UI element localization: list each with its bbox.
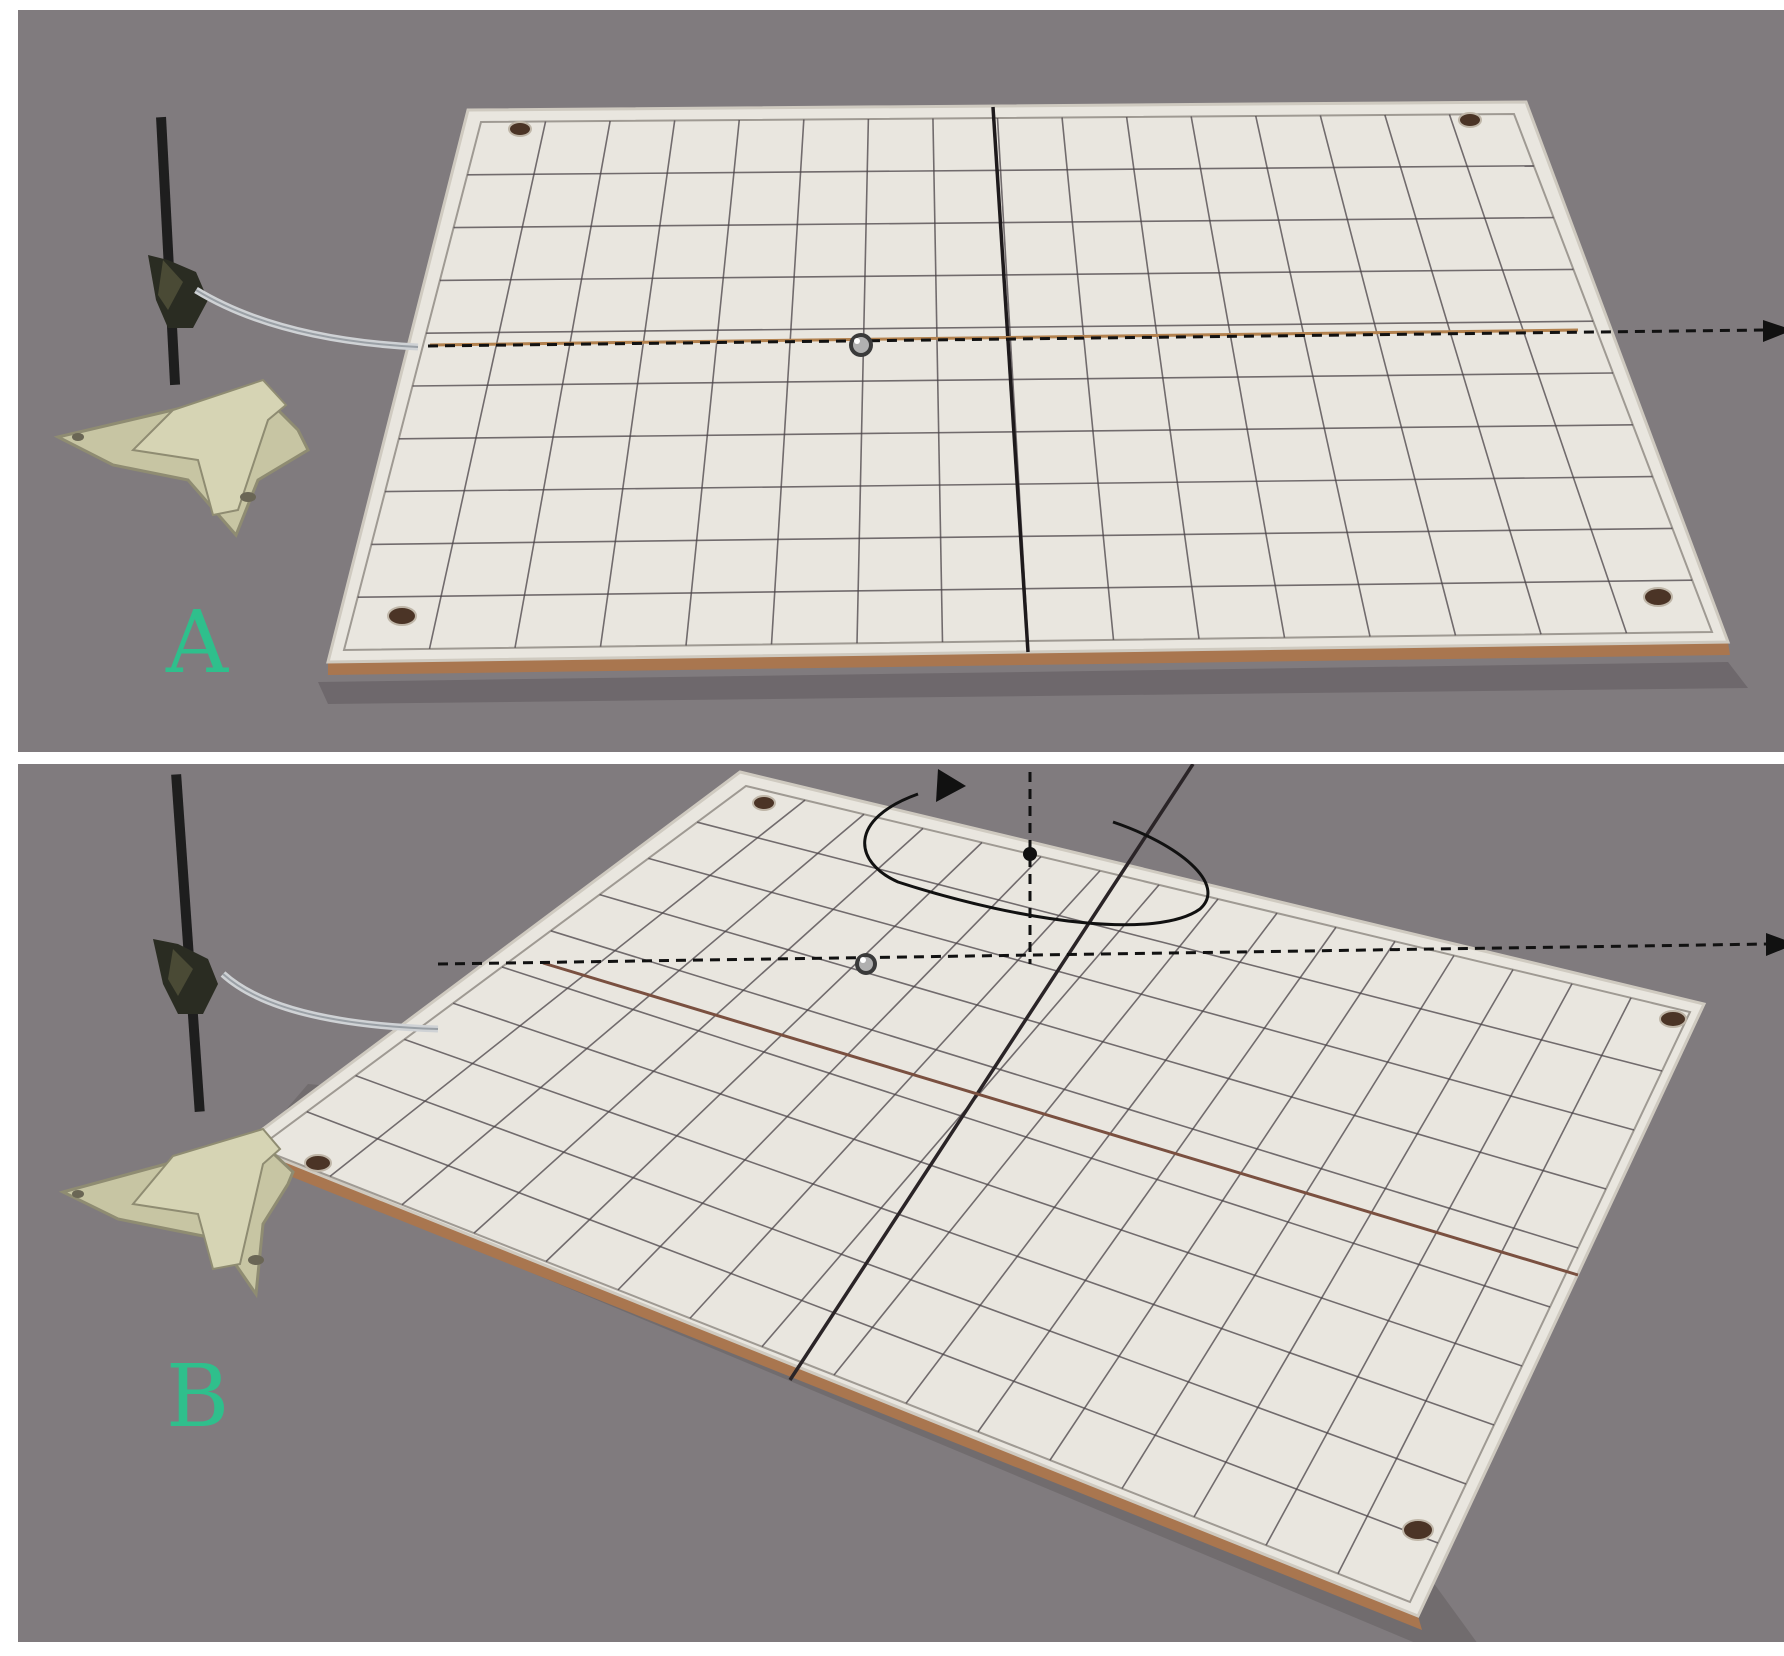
arrow-head xyxy=(1766,933,1784,956)
board-edge xyxy=(328,642,1730,675)
dashed-arrow-icon xyxy=(427,328,1764,348)
ring-stand-icon xyxy=(58,774,439,1299)
mounting-holes xyxy=(304,795,1687,1541)
board-center-horizontal xyxy=(542,961,1579,1277)
board-edge xyxy=(243,1144,1422,1630)
rotation-arrow-icon xyxy=(863,792,1210,927)
rotation-arrow-head xyxy=(936,769,966,802)
rotation-center-dot xyxy=(1023,847,1037,861)
grid-line-horizontal xyxy=(550,930,1579,1249)
board-center-vertical xyxy=(991,106,1030,653)
arrow-head xyxy=(1763,320,1784,342)
board-border xyxy=(342,112,1714,652)
grid-line-horizontal xyxy=(697,821,1663,1072)
mounting-holes xyxy=(387,112,1673,626)
ball-bearing-icon xyxy=(849,333,873,357)
panel-label: B xyxy=(166,1347,230,1447)
panel-b-scene xyxy=(58,764,1784,1642)
grid-line-horizontal xyxy=(648,857,1635,1131)
board-surface xyxy=(326,100,1731,664)
grid-line-horizontal xyxy=(404,1038,1495,1426)
board-shadow xyxy=(318,662,1748,704)
panel-b-rotation-photo: B xyxy=(18,764,1784,1642)
grid-line-horizontal xyxy=(426,320,1594,334)
ball-bearing-icon xyxy=(855,953,877,975)
grid-line-horizontal xyxy=(398,424,1633,440)
panel-label: A xyxy=(166,593,229,693)
dashed-arrow-icon xyxy=(437,942,1769,966)
board-center-vertical xyxy=(788,764,1195,1381)
grid-line-horizontal xyxy=(599,893,1607,1190)
board-surface xyxy=(239,770,1707,1618)
panel-a-scene xyxy=(53,100,1784,704)
grid-line-horizontal xyxy=(412,372,1614,387)
ring-stand-icon xyxy=(53,116,419,538)
grid-line-horizontal xyxy=(501,966,1551,1308)
grid-line-horizontal xyxy=(355,1074,1467,1485)
grid-line-horizontal xyxy=(306,1111,1439,1544)
grid-line-horizontal xyxy=(452,1002,1523,1367)
grid-line-horizontal xyxy=(467,165,1534,176)
grid-line-horizontal xyxy=(453,216,1554,229)
panel-a-translation-photo: A xyxy=(18,10,1784,752)
grid-line-horizontal xyxy=(439,268,1574,282)
board-grid xyxy=(306,799,1663,1574)
